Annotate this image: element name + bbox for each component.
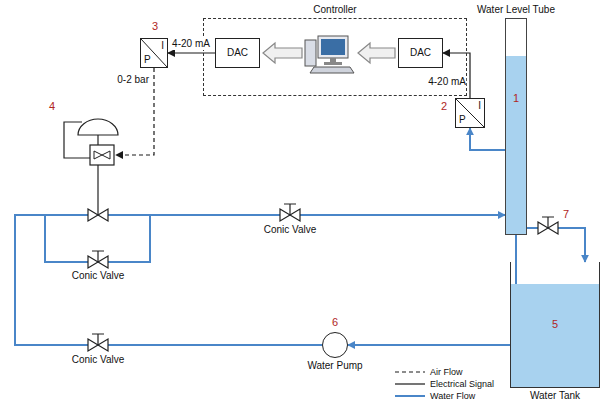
legend-text: Water Flow (430, 390, 475, 402)
signal-wire (168, 52, 215, 53)
conic-valve-symbol (88, 334, 108, 351)
valve-stem (542, 217, 554, 228)
pc-stand (330, 58, 336, 62)
legend-sample (395, 395, 425, 397)
conic-valve-symbol (538, 217, 558, 234)
converter-diagonal-line (141, 39, 167, 67)
valve-stem (284, 204, 296, 215)
conic-valve-symbol (280, 204, 300, 221)
valve-body (88, 209, 108, 221)
air-line (116, 68, 154, 155)
conic-valve-symbol (88, 251, 108, 268)
actuator-frame (64, 122, 90, 158)
legend-sample (395, 371, 425, 372)
pressure-transmitter-box: IP (455, 98, 485, 128)
signal-label: 4-20 mA (428, 76, 466, 88)
converter-diagonal-line (456, 99, 484, 127)
water-pump: Water Pump (322, 332, 348, 358)
positioner-valve (94, 151, 110, 159)
positioner-box (90, 145, 114, 165)
dac-box: DAC (215, 38, 260, 68)
callout-number: 5 (552, 318, 558, 330)
water-pipe (348, 344, 510, 346)
converter-letter: P (144, 54, 151, 66)
valve-label: Conic Valve (72, 270, 125, 282)
converter-letter: P (459, 114, 466, 126)
legend-sample (395, 383, 425, 384)
pc-screen (321, 39, 345, 55)
callout-number: 7 (563, 208, 569, 220)
legend-text: Electrical Signal (430, 378, 494, 390)
bypass-pipe (45, 215, 150, 262)
callout-number: 2 (441, 100, 447, 112)
node-text: DAC (410, 47, 431, 59)
pc-base (324, 62, 342, 65)
pc-keyboard (310, 67, 354, 73)
node-text: Water Tank (530, 390, 580, 402)
node-heading: Water Level Tube (477, 4, 555, 16)
valve-label: Conic Valve (72, 354, 125, 366)
water-pipe (15, 215, 505, 345)
valve-label: Conic Valve (264, 224, 317, 236)
callout-number: 4 (49, 100, 55, 112)
data-arrow (263, 43, 302, 63)
legend-text: Air Flow (430, 366, 463, 378)
computer-icon (305, 36, 354, 73)
control-valve-symbol (64, 119, 118, 215)
actuator-dome (78, 119, 118, 135)
water-level-tube: Water Level Tube (505, 18, 527, 235)
converter-letter: I (161, 40, 164, 52)
ip-converter-box: IP (140, 38, 168, 68)
pressure-range-label: 0-2 bar (117, 74, 149, 86)
node-text: Water Pump (307, 360, 362, 372)
node-text: DAC (227, 47, 248, 59)
signal-label: 4-20 mA (172, 38, 210, 50)
callout-number: 3 (152, 20, 158, 32)
water-pipe (470, 128, 505, 150)
pc-tower (305, 40, 316, 66)
node-heading: Controller (313, 4, 356, 16)
pc-monitor (318, 36, 348, 58)
converter-letter: I (478, 100, 481, 112)
valve-stem (92, 334, 104, 345)
callout-number: 6 (332, 316, 338, 328)
conic-valve-symbol (88, 209, 108, 221)
data-arrow (358, 43, 395, 63)
valve-stem (92, 251, 104, 262)
callout-number: 1 (513, 92, 519, 104)
dac-box: DAC (398, 38, 443, 68)
